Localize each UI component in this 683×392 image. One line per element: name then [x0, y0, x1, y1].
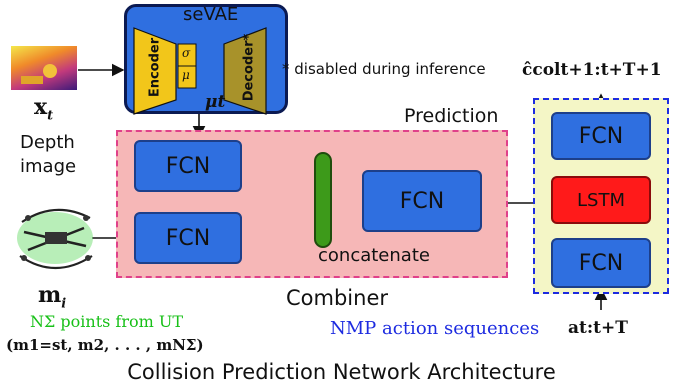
lstm-stack-fcn-top: FCN [551, 112, 651, 160]
sigma-points-tuple: (m1=st, m2, . . . , mNΣ) [6, 336, 204, 354]
fcn-label: FCN [578, 123, 624, 149]
output-symbol: ĉcolt+1:t+T+1 [522, 60, 662, 80]
combiner-label: Combiner [286, 286, 388, 310]
sevae-title: seVAE [183, 4, 239, 25]
concatenate-label: concatenate [318, 245, 430, 266]
encoder-shape [133, 27, 177, 115]
mu-block [177, 65, 197, 89]
robot-symbol: mi [38, 282, 67, 312]
inference-note: * disabled during inference [282, 60, 486, 78]
action-symbol: at:t+T [568, 318, 628, 338]
mu-label: μ [182, 68, 190, 82]
prediction-label: Prediction [404, 105, 499, 127]
lstm-stack-fcn-bottom: FCN [551, 238, 651, 288]
decoder-shape [223, 27, 267, 115]
fcn-label: FCN [578, 250, 624, 276]
depth-caption-line1: Depth [20, 132, 75, 153]
depth-image-thumbnail [11, 46, 77, 90]
fcn-label: FCN [165, 153, 211, 179]
depth-blob [21, 76, 43, 84]
depth-blob [43, 64, 57, 78]
concatenate-bar [314, 152, 332, 248]
sigma-label: σ [182, 46, 191, 60]
fcn-robot-branch: FCN [134, 212, 242, 264]
fcn-label: FCN [165, 225, 211, 251]
fcn-depth-branch: FCN [134, 140, 242, 192]
action-sequences-caption: NMP action sequences [330, 318, 540, 339]
depth-symbol: xt [34, 94, 54, 124]
fcn-combined: FCN [362, 170, 482, 232]
depth-caption-line2: image [20, 156, 77, 177]
mu-t-label: μt [205, 92, 226, 112]
lstm-cell: LSTM [551, 176, 651, 224]
fcn-label: FCN [399, 188, 445, 214]
lstm-label: LSTM [577, 189, 625, 211]
figure-title: Collision Prediction Network Architectur… [127, 360, 556, 384]
sigma-points-caption: NΣ points from UT [30, 312, 184, 331]
